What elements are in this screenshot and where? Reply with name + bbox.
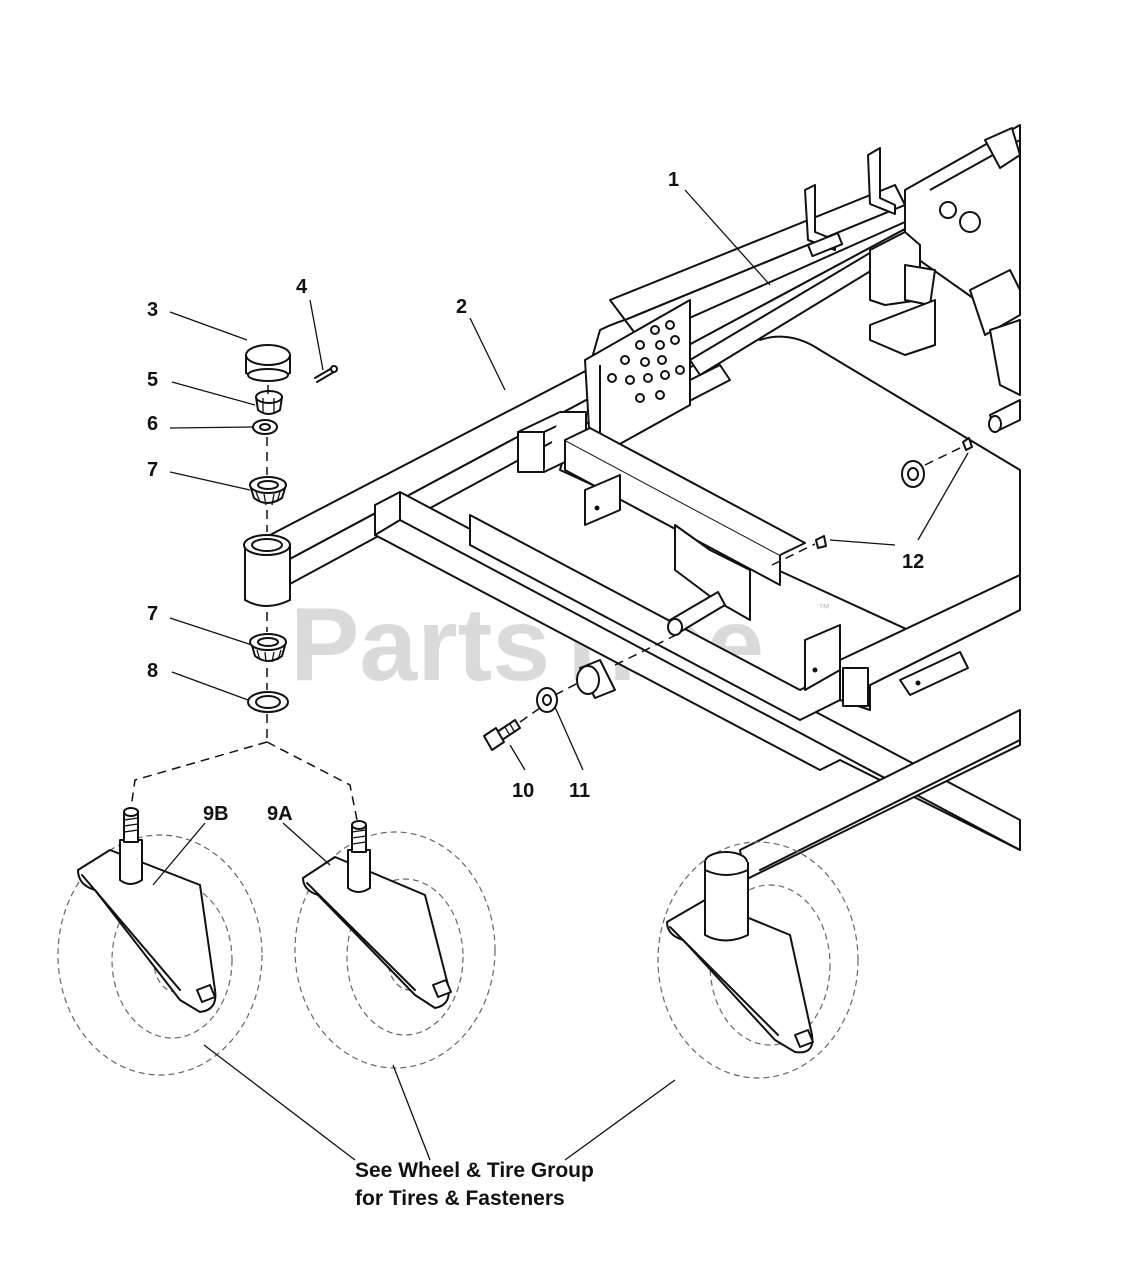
caster-wheel-9a <box>294 820 496 1069</box>
center-tubes <box>517 411 841 691</box>
callout-9b: 9B <box>203 803 229 825</box>
callout-7-upper: 7 <box>147 459 158 481</box>
grease-fittings <box>771 437 973 566</box>
callout-6: 6 <box>147 413 158 435</box>
caster-wheel-right <box>657 841 859 1079</box>
callouts: 1 2 3 4 5 6 7 7 8 9A 9B 10 11 12 <box>147 169 924 825</box>
callout-11: 11 <box>569 780 590 802</box>
note-line-1: See Wheel & Tire Group <box>355 1159 594 1182</box>
right-mechanism <box>869 124 1021 433</box>
callout-4: 4 <box>296 276 308 298</box>
pivot-plate <box>584 299 691 456</box>
callout-12: 12 <box>902 551 924 573</box>
callout-7-lower: 7 <box>147 603 158 625</box>
bolt-washer <box>483 632 681 751</box>
wheel-tire-note: See Wheel & Tire Group for Tires & Faste… <box>355 1159 594 1210</box>
caster-wheel-9b <box>57 807 263 1076</box>
callout-5: 5 <box>147 369 158 391</box>
note-line-2: for Tires & Fasteners <box>355 1187 565 1210</box>
upright-brackets <box>804 147 896 258</box>
caster-pivot-tube <box>243 534 291 607</box>
callout-10: 10 <box>512 780 534 802</box>
callout-3: 3 <box>147 299 158 321</box>
callout-2: 2 <box>456 296 467 318</box>
bushing <box>576 460 925 699</box>
callout-9a: 9A <box>267 803 293 825</box>
callout-8: 8 <box>147 660 158 682</box>
callout-1: 1 <box>668 169 679 191</box>
leader-lines <box>152 189 969 1161</box>
caster-stack <box>129 344 358 821</box>
watermark-tm: ™ <box>818 601 830 615</box>
